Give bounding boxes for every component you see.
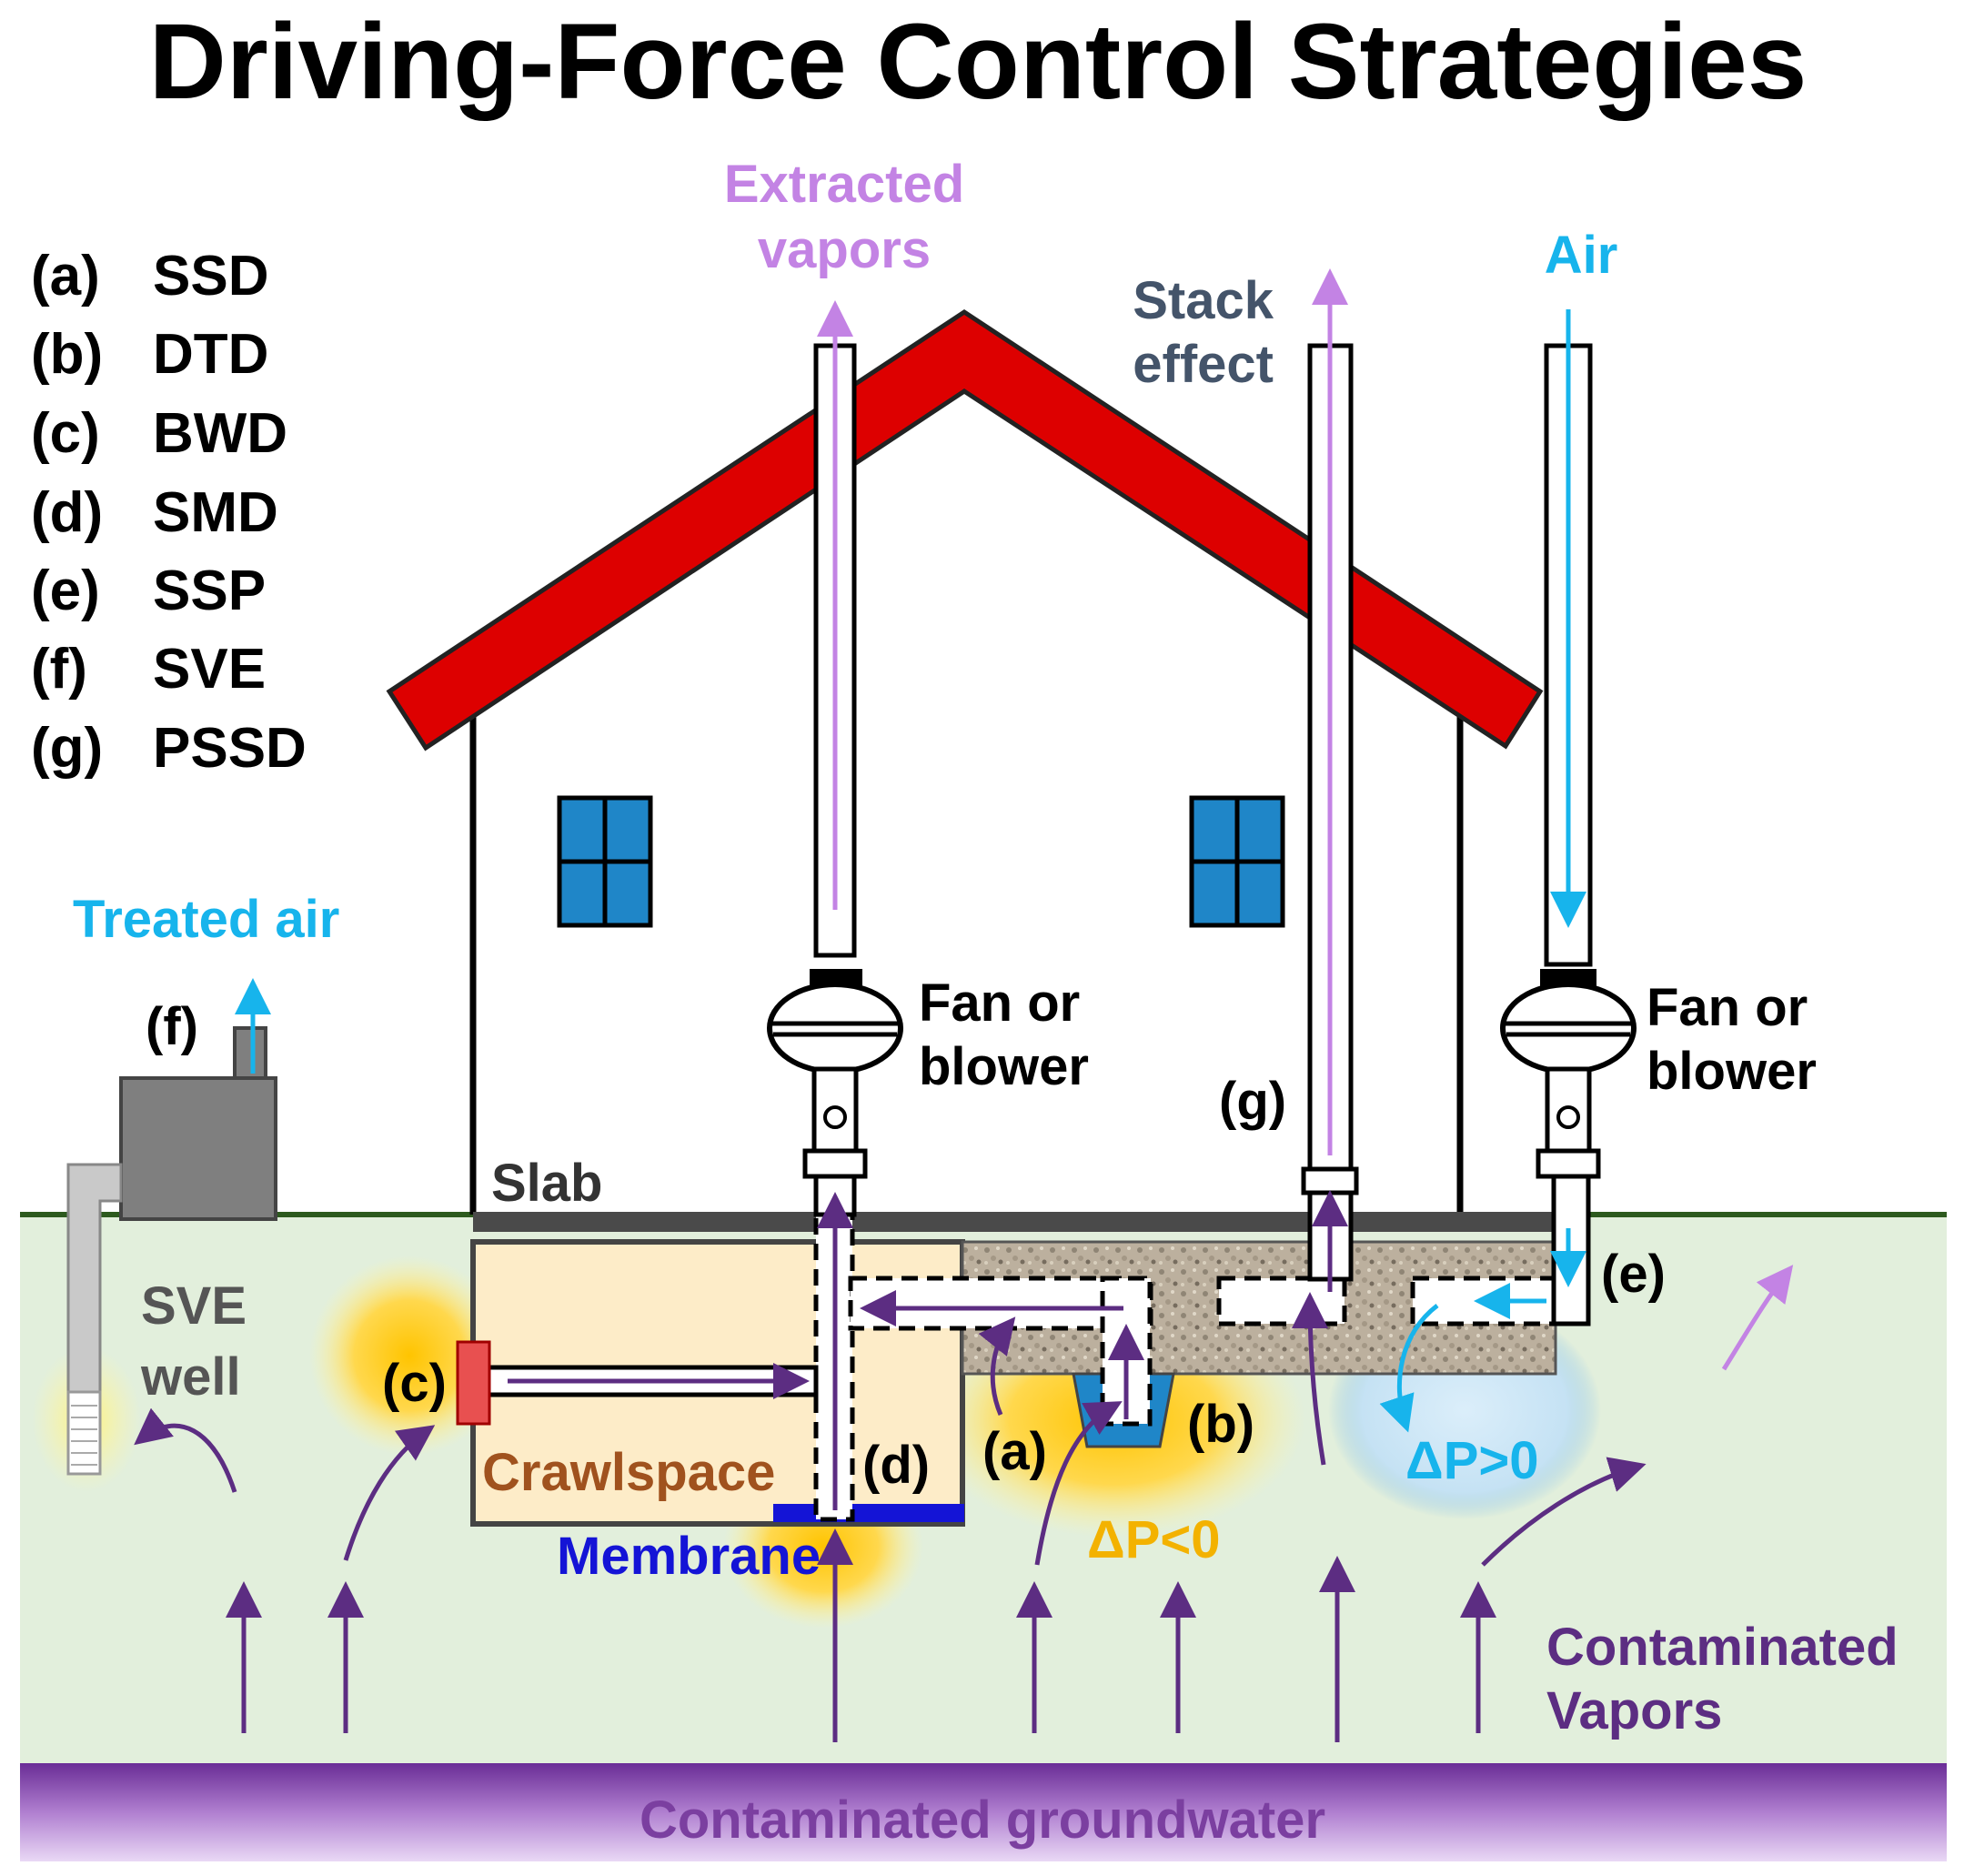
window-left <box>557 795 653 928</box>
stack-effect-label: effect <box>1133 335 1274 394</box>
air-label: Air <box>1545 226 1618 285</box>
groundwater-label: Contaminated groundwater <box>640 1790 1325 1850</box>
vapor-arrows <box>134 1265 1794 1742</box>
legend-name: DTD <box>153 323 268 386</box>
crawlspace-label: Crawlspace <box>482 1443 775 1502</box>
marker-d: (d) <box>862 1436 930 1495</box>
legend-name: PSSD <box>153 717 307 780</box>
slab <box>473 1212 1556 1232</box>
slab-label: Slab <box>491 1154 603 1213</box>
bwd-wall-port <box>456 1340 491 1426</box>
marker-c: (c) <box>382 1354 447 1413</box>
extracted-vapors-label: Extracted <box>724 155 964 214</box>
legend-key: (b) <box>31 323 103 386</box>
house-wall <box>473 673 1460 1215</box>
sve-unit <box>66 1026 277 1476</box>
membrane-label: Membrane <box>557 1527 821 1586</box>
roof <box>386 309 1544 751</box>
marker-g: (g) <box>1219 1072 1286 1131</box>
legend-name: SVE <box>153 638 266 701</box>
stack-effect-label: Stack <box>1133 271 1274 330</box>
treated-air-label: Treated air <box>73 890 339 949</box>
marker-f: (f) <box>146 997 198 1056</box>
legend-key: (e) <box>31 560 100 622</box>
legend-name: BWD <box>153 402 287 465</box>
membrane <box>773 1504 964 1522</box>
contaminated-vapors-label: Contaminated <box>1546 1618 1899 1677</box>
fan-label-right: blower <box>1647 1042 1817 1101</box>
marker-a: (a) <box>982 1422 1047 1481</box>
house-gable <box>473 364 1460 673</box>
dp-neg-label: ΔP<0 <box>1087 1510 1221 1569</box>
sve-well-label: well <box>140 1347 241 1407</box>
dp-pos-label: ΔP>0 <box>1405 1431 1539 1490</box>
legend-name: SSP <box>153 560 266 622</box>
legend-key: (a) <box>31 245 100 308</box>
legend: (a) SSD (b) DTD (c) BWD (d) SMD (e) SSP … <box>31 245 307 780</box>
legend-key: (d) <box>31 481 103 544</box>
legend-key: (c) <box>31 402 100 465</box>
marker-e: (e) <box>1601 1245 1666 1304</box>
extracted-vapors-label: vapors <box>758 220 931 279</box>
fan-label-left: blower <box>919 1037 1089 1096</box>
marker-b: (b) <box>1187 1395 1254 1454</box>
groundwater-band <box>20 1763 1947 1861</box>
legend-name: SMD <box>153 481 278 544</box>
flow-arrows <box>235 268 1586 1510</box>
fan-label-left: Fan or <box>919 973 1080 1033</box>
legend-name: SSD <box>153 245 268 308</box>
legend-key: (f) <box>31 638 87 701</box>
sve-well-label: SVE <box>141 1276 247 1336</box>
fan-label-right: Fan or <box>1647 978 1808 1037</box>
legend-key: (g) <box>31 717 103 780</box>
window-right <box>1189 795 1285 928</box>
contaminated-vapors-label: Vapors <box>1546 1681 1722 1740</box>
page-title: Driving-Force Control Strategies <box>149 2 1808 122</box>
